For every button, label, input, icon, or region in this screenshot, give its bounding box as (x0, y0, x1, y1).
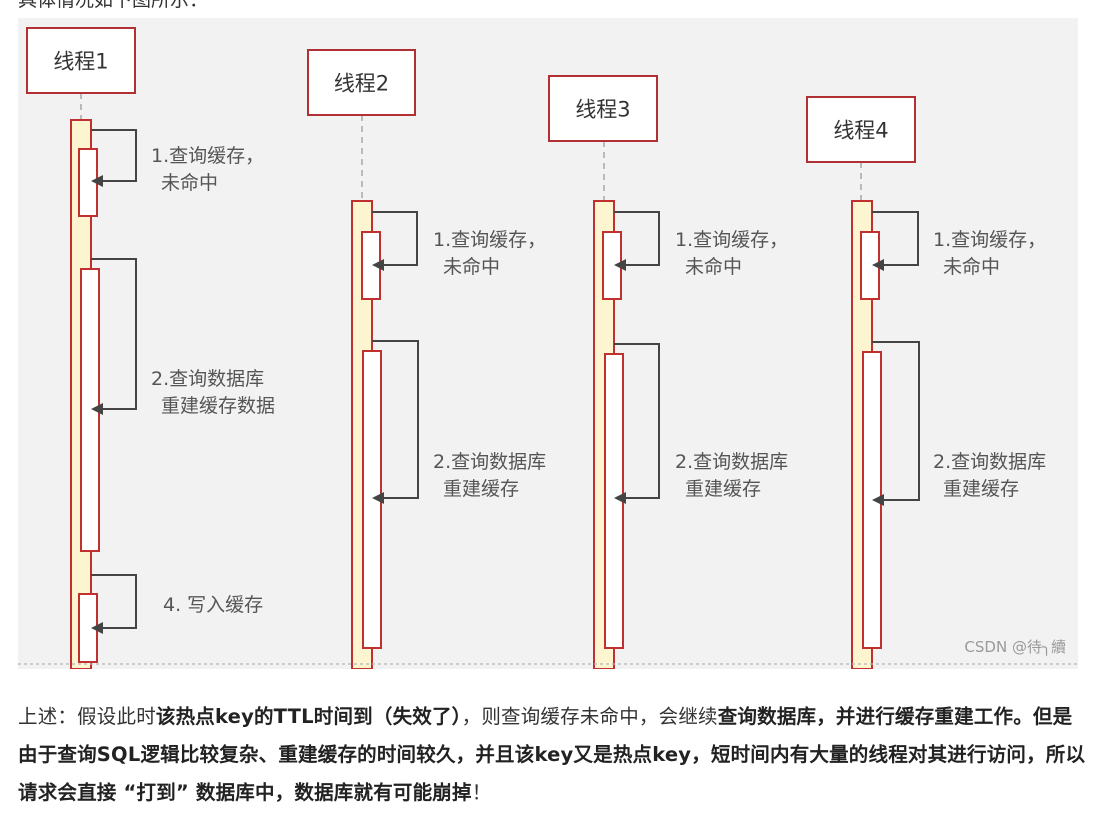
body-text: ，则查询缓存未命中，会继续 (461, 705, 718, 728)
thread-header-box (806, 96, 916, 163)
step-label: 未命中 (685, 256, 742, 278)
thread-title: 线程1 (53, 50, 108, 74)
self-call-arrow (872, 341, 920, 506)
emphasis-text: 该热点key的TTL时间到（失效了） (155, 705, 462, 728)
step-label: 重建缓存 (943, 478, 1019, 500)
step-label: 2.查询数据库 (151, 368, 264, 390)
self-call-arrow (614, 343, 660, 504)
self-call-arrow (614, 211, 660, 271)
body-text: 上述：假设此时 (18, 705, 156, 728)
step-label: 重建缓存 (685, 478, 761, 500)
thread-title: 线程4 (833, 119, 888, 143)
thread-header-box (307, 49, 416, 116)
body-text: ！ (471, 781, 492, 804)
figure-intro-caption: 具体情况如下图所示： (18, 0, 209, 11)
step-label: 1.查询缓存， (151, 145, 264, 167)
self-call-arrow (372, 211, 418, 271)
watermark-text: CSDN @待╮續 (964, 638, 1066, 656)
step-label: 2.查询数据库 (933, 451, 1046, 473)
step-label: 2.查询数据库 (433, 451, 546, 473)
step-label: 未命中 (161, 172, 218, 194)
explanation-paragraph: 上述：假设此时该热点key的TTL时间到（失效了），则查询缓存未命中，会继续查询… (18, 698, 1088, 812)
self-call-arrow (872, 211, 919, 271)
step-label: 未命中 (443, 256, 500, 278)
thread-title: 线程3 (575, 98, 630, 122)
inner-activation-bar (604, 353, 624, 649)
thread-title: 线程2 (334, 72, 389, 96)
inner-activation-bar (78, 148, 98, 217)
thread-header-box (548, 75, 658, 142)
self-call-arrow (91, 258, 137, 415)
self-call-arrow (91, 129, 137, 187)
self-call-arrow (372, 340, 419, 504)
step-label: 未命中 (943, 256, 1000, 278)
inner-activation-bar (362, 350, 382, 649)
emphasis-text: 查询数据库，并进行缓存重建工作。但是由于查询SQL逻辑比较复杂、重建缓存的时间较… (18, 705, 1086, 804)
step-label: 2.查询数据库 (675, 451, 788, 473)
step-label: 重建缓存数据 (161, 395, 275, 417)
step-label: 1.查询缓存， (933, 229, 1046, 251)
step-label: 1.查询缓存， (433, 229, 546, 251)
step-label: 4. 写入缓存 (163, 594, 263, 616)
step-label: 重建缓存 (443, 478, 519, 500)
self-call-arrow (91, 574, 137, 634)
thread-header-box (26, 27, 136, 94)
step-label: 1.查询缓存， (675, 229, 788, 251)
